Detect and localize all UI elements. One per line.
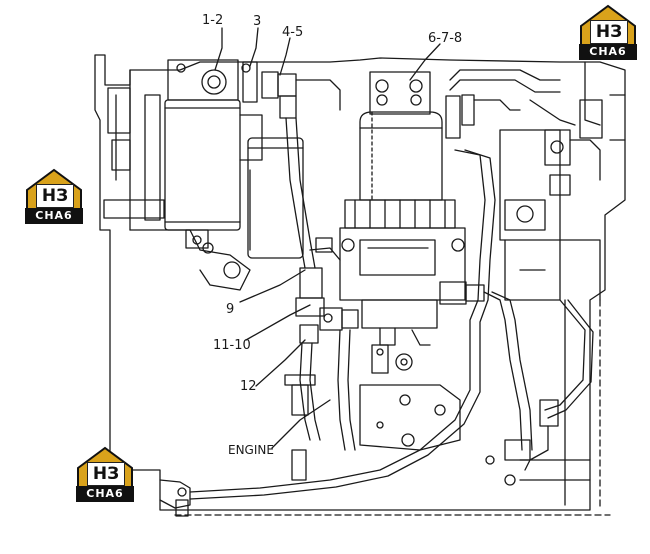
label-12: 12 [240,379,257,394]
logo-band: CHA6 [579,44,637,60]
fuel-hose-2 [189,149,496,500]
label-1-2: 1-2 [202,13,223,28]
label-4-5: 4-5 [282,25,303,40]
watermark-logo: НЗ CHA6 [74,446,136,504]
leader-3 [249,27,259,67]
watermark-logo: НЗ CHA6 [577,4,639,62]
leader-11-10 [245,304,311,341]
logo-mark: НЗ [590,20,628,44]
leader-4-5 [279,37,291,76]
logo-mark: НЗ [36,184,74,208]
logo-mark: НЗ [87,462,125,486]
leader-6-7-8 [409,43,441,81]
logo-band: CHA6 [76,486,134,502]
logo-band: CHA6 [25,208,83,224]
label-engine: ENGINE [228,443,274,457]
fuel-hose-1 [189,149,486,493]
leader-9 [239,269,306,303]
label-11-10: 11-10 [213,338,251,353]
label-3: 3 [253,14,261,29]
leader-1-2 [214,27,223,71]
engine-outline [94,54,626,511]
label-9: 9 [226,302,234,317]
watermark-logo: НЗ CHA6 [23,168,85,226]
leader-engine [271,399,331,449]
label-6-7-8: 6-7-8 [428,31,462,46]
leader-12 [255,339,306,387]
